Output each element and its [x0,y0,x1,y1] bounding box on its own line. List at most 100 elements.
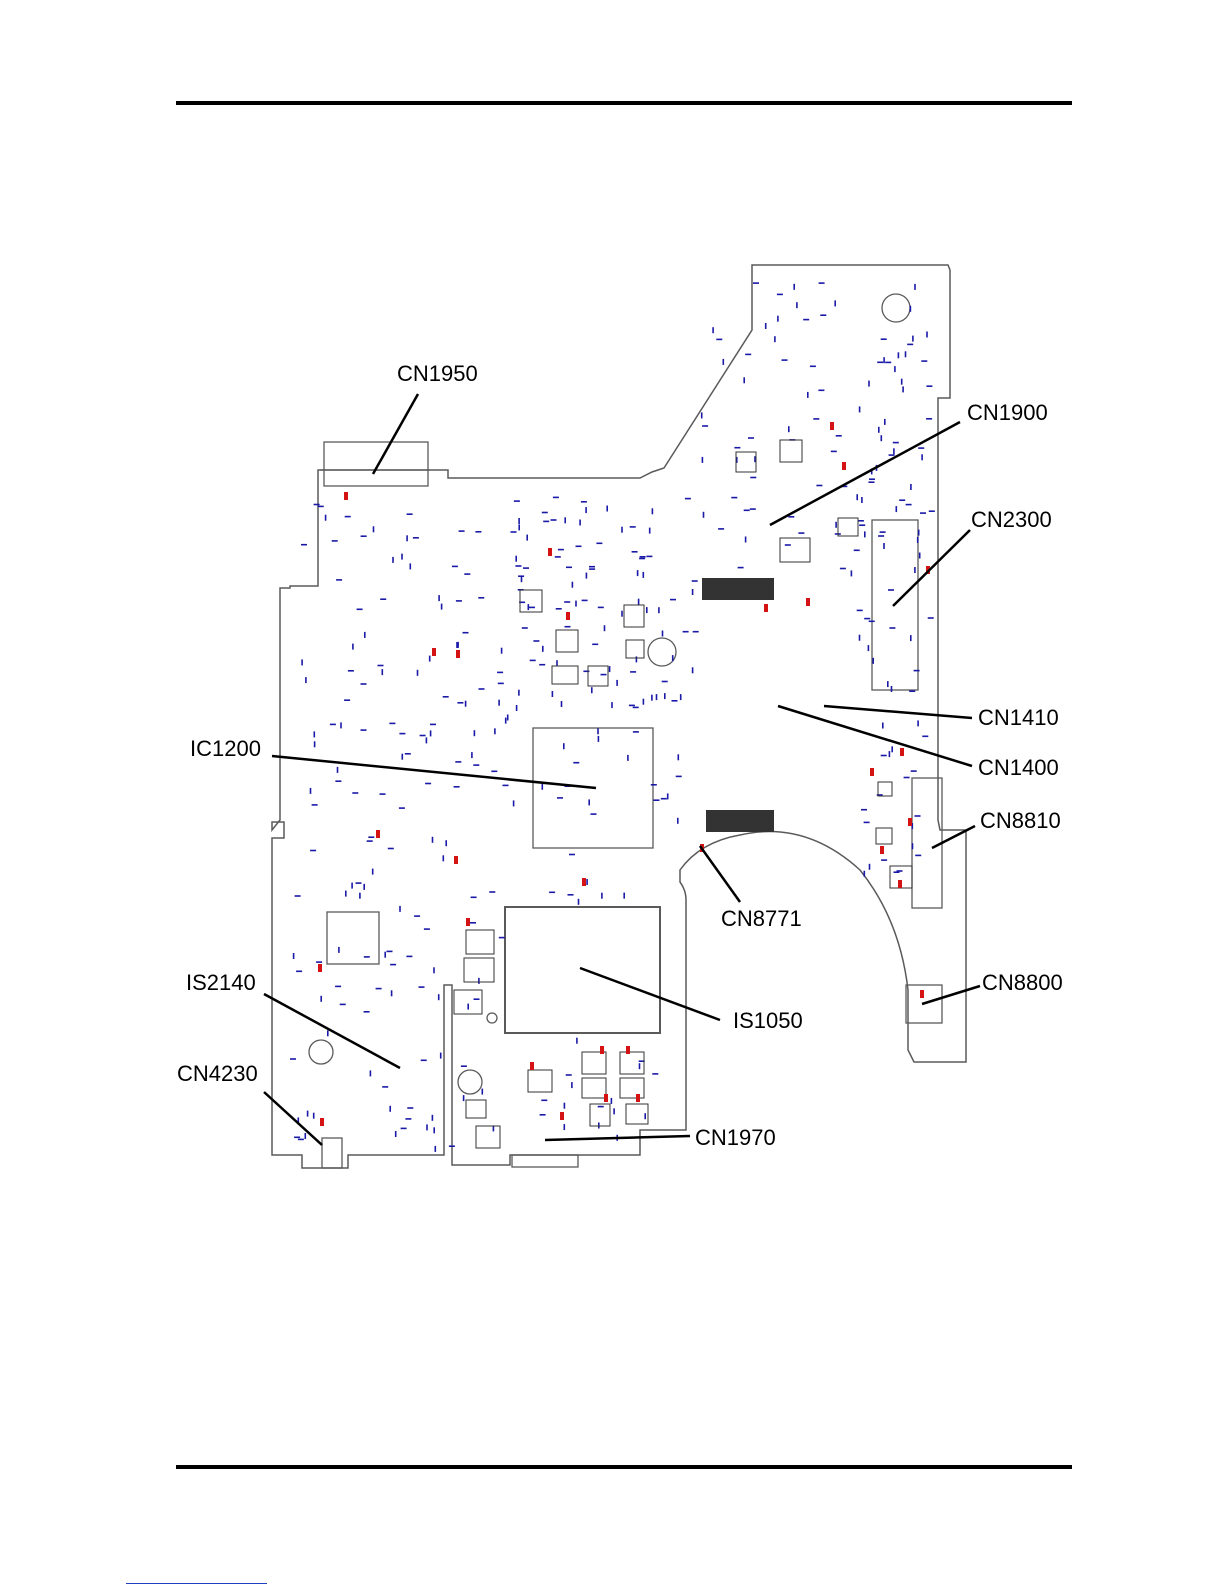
pin1-marker [830,422,834,430]
smd-part [915,855,921,857]
smd-part [540,1114,546,1116]
smd-part [893,448,895,454]
smd-part [320,996,322,1002]
smd-part [388,848,394,850]
smd-part [314,731,316,737]
smd-part [474,998,480,1000]
smd-part [566,567,572,569]
smd-part [598,607,604,609]
smd-part [596,543,602,545]
smd-part [578,899,580,905]
smd-part [433,967,435,973]
pin1-marker [582,878,586,886]
smd-part [868,381,870,387]
smd-part [664,693,666,699]
smd-part [782,359,788,361]
smd-part [382,669,384,675]
label-cn8800: CN8800 [982,970,1063,995]
smd-part [310,850,316,852]
smd-part [478,978,480,984]
smd-part [883,357,885,363]
pin1-marker [320,1118,324,1126]
label-cn4230: CN4230 [177,1061,258,1086]
smd-part [887,681,889,687]
smd-part [640,556,646,558]
smd-part [361,729,367,731]
smd-part [906,504,912,506]
smd-part [864,531,866,537]
smd-part [542,784,544,790]
pin1-marker [456,650,460,658]
pin1-marker [626,1046,630,1054]
smd-part [563,743,565,749]
smd-part [718,528,724,530]
smd-part [401,554,403,560]
label-is1050: IS1050 [733,1008,803,1033]
smd-part [382,1086,388,1088]
smd-part [670,599,676,601]
smd-part [712,327,714,333]
smd-part [585,507,587,513]
smd-part [649,528,651,534]
smd-part [909,690,915,692]
smd-part [914,670,920,672]
smd-part [575,601,577,607]
smd-part [598,736,600,742]
pin1-marker [560,1112,564,1120]
smd-part [298,1139,304,1141]
smd-part [576,1038,578,1044]
smd-part [470,922,476,924]
smd-part [881,435,883,441]
smd-part [859,635,861,641]
smd-part [889,627,895,629]
smd-part [667,793,669,799]
smd-part [569,854,575,856]
smd-part [522,627,528,629]
smd-part [885,362,891,364]
smd-part [661,798,667,800]
smd-part [318,506,324,508]
smd-part [796,302,798,308]
smd-part [338,947,340,953]
pin1-marker [466,918,470,926]
smd-part [877,362,883,364]
pin1-marker [566,612,570,620]
smd-part [857,610,863,612]
smd-part [793,284,795,290]
smd-part [589,568,595,570]
smd-part [854,550,860,552]
smd-part [677,818,679,824]
label-cn1970: CN1970 [695,1125,776,1150]
smd-part [515,556,517,562]
smd-part [564,1124,566,1130]
smd-part [457,702,463,704]
smd-part [529,607,535,609]
label-cn2300: CN2300 [971,507,1052,532]
smd-part [471,752,473,758]
smd-part [656,694,658,700]
smd-part [296,971,302,973]
smd-part [445,840,447,846]
smd-part [921,454,923,460]
smd-part [363,884,365,890]
smd-part [482,1089,484,1095]
smd-part [513,800,515,806]
smd-part [672,655,674,661]
smd-part [592,644,598,646]
smd-part [880,531,886,533]
smd-part [541,1100,547,1102]
smd-part [459,530,465,532]
smd-part [819,282,825,284]
pin1-marker [454,856,458,864]
smd-part [514,500,520,502]
smd-part [777,294,783,296]
smd-part [518,524,520,530]
smd-part [639,558,645,560]
smd-part [652,508,654,514]
smd-part [810,366,816,368]
smd-part [361,535,367,537]
smd-part [646,556,652,558]
smd-part [606,506,608,512]
smd-part [856,494,858,500]
smd-part [351,883,353,889]
